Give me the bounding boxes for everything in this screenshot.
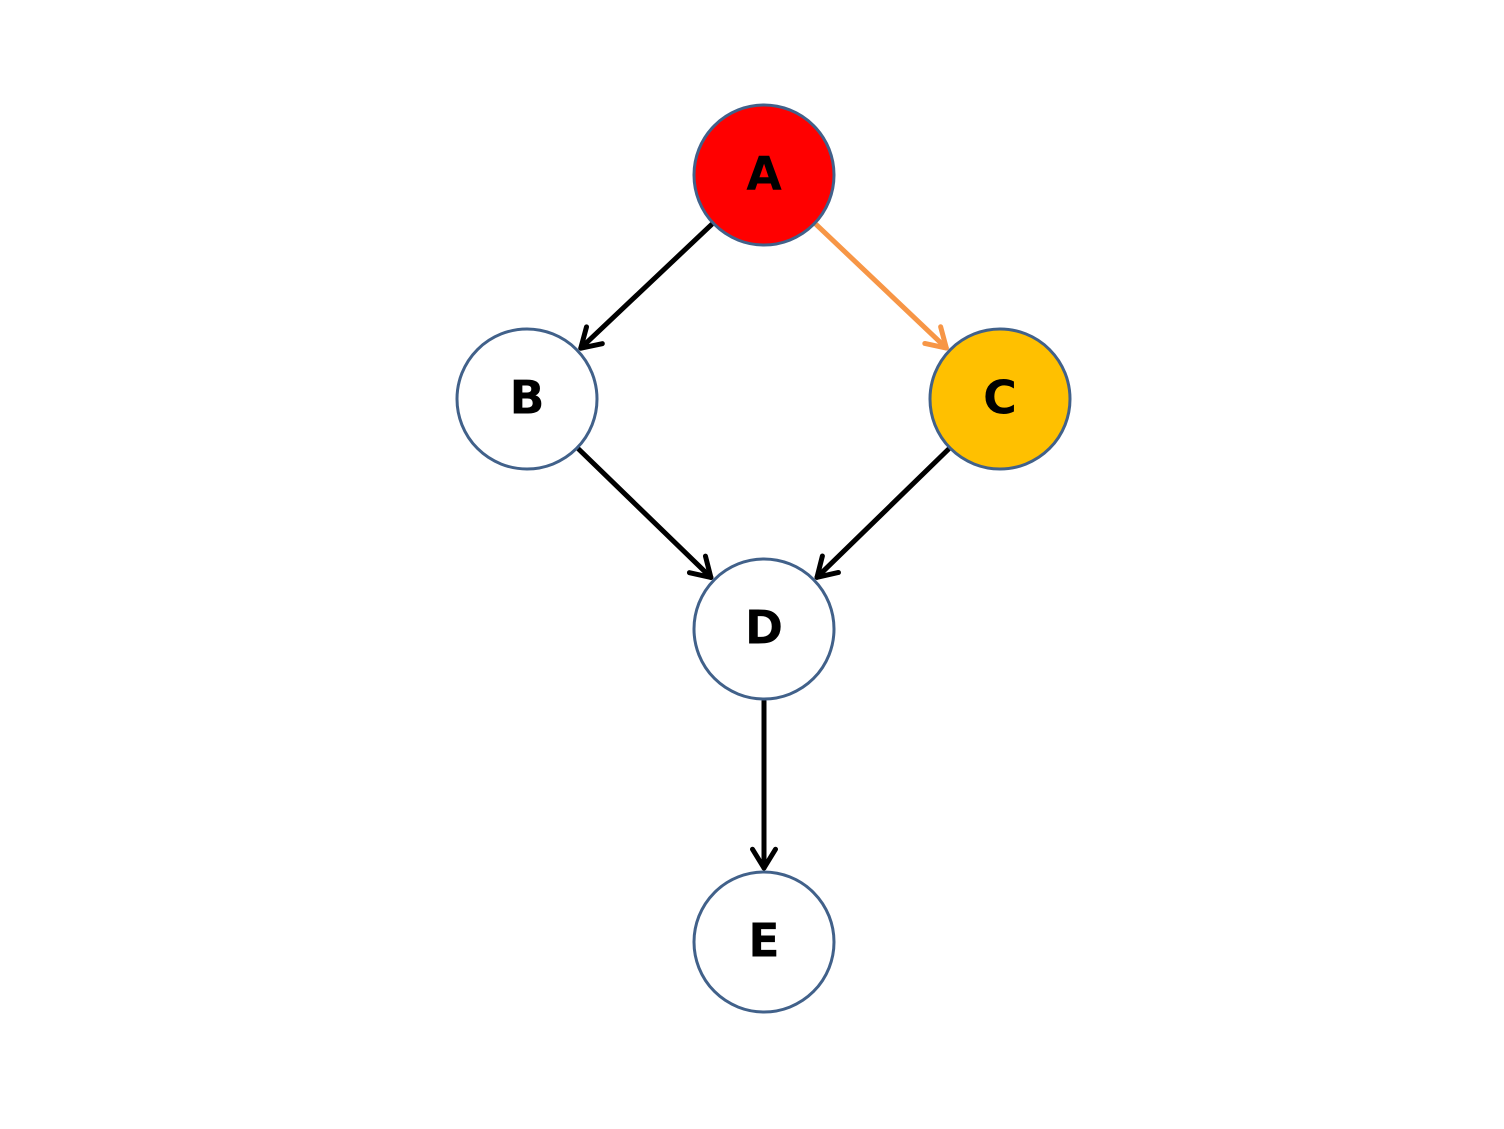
node-label: E xyxy=(748,914,779,968)
edge-line xyxy=(813,222,949,351)
node-circle xyxy=(692,870,836,1014)
edges-layer xyxy=(576,221,951,871)
edge-line xyxy=(578,221,715,351)
arrowhead-icon xyxy=(686,553,714,580)
node-label: D xyxy=(745,601,783,655)
edge-b-d xyxy=(576,446,714,580)
node-c: C xyxy=(928,327,1072,471)
edge-line xyxy=(576,446,714,580)
edge-line xyxy=(814,446,951,580)
edge-a-b xyxy=(578,221,715,351)
arrowhead-icon xyxy=(814,553,841,580)
arrowhead-icon xyxy=(922,324,949,351)
node-label: A xyxy=(746,147,782,201)
node-circle xyxy=(692,103,836,247)
node-circle xyxy=(455,327,599,471)
node-d: D xyxy=(692,557,836,701)
edge-a-c xyxy=(813,222,949,351)
edge-c-d xyxy=(814,446,951,580)
node-a: A xyxy=(692,103,836,247)
arrowhead-icon xyxy=(578,324,605,351)
node-label: C xyxy=(983,371,1017,425)
node-e: E xyxy=(692,870,836,1014)
node-circle xyxy=(928,327,1072,471)
node-b: B xyxy=(455,327,599,471)
node-circle xyxy=(692,557,836,701)
edge-d-e xyxy=(750,698,778,871)
nodes-layer: A B C D E xyxy=(455,103,1072,1014)
node-label: B xyxy=(509,371,544,425)
arrowhead-icon xyxy=(750,846,778,871)
